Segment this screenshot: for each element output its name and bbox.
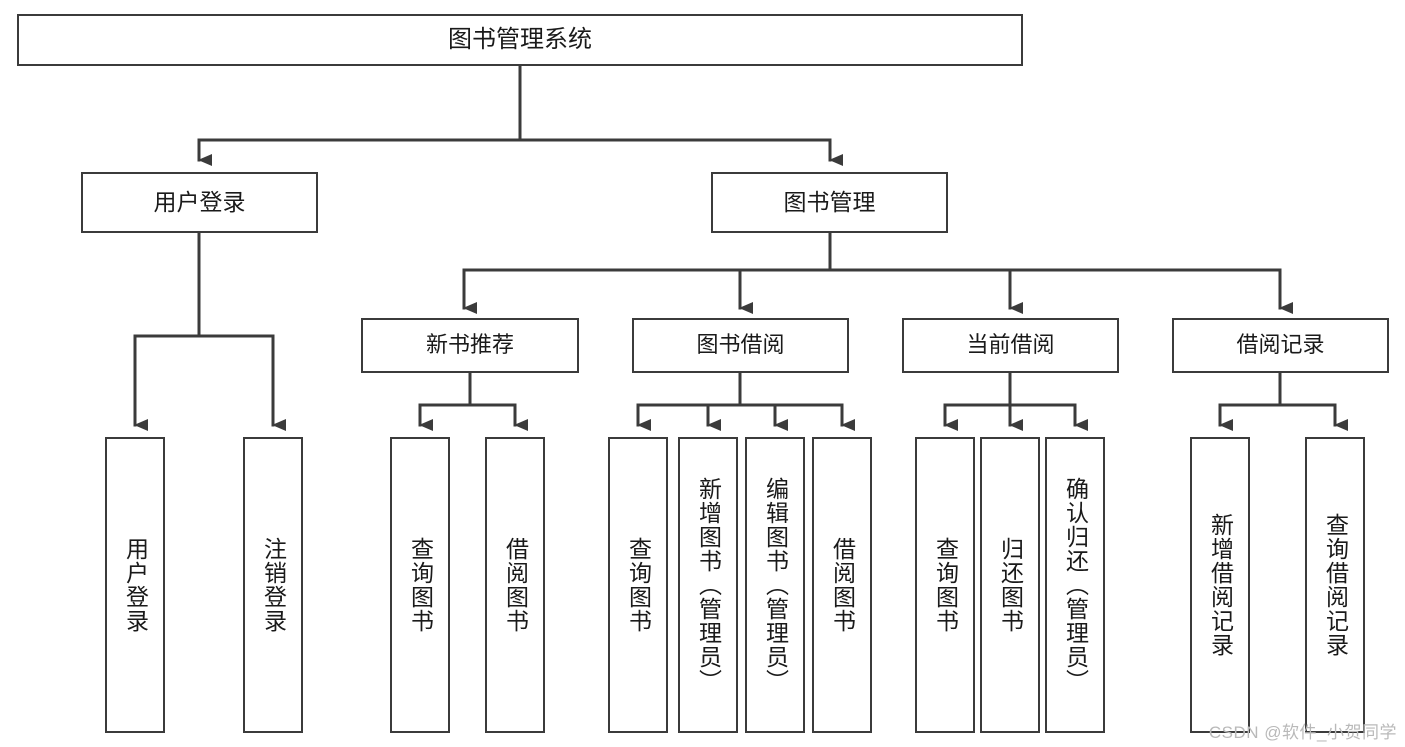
node-label: 用户登录: [153, 188, 246, 215]
node-leaf-confirm-return-admin[interactable]: 确认归还（管理员）: [1045, 437, 1105, 733]
watermark: CSDN @软件_小贺同学: [1208, 723, 1397, 742]
node-label: 查询图书: [407, 537, 434, 633]
node-label: 归还图书: [997, 537, 1024, 633]
node-leaf-user-login[interactable]: 用户登录: [105, 437, 165, 733]
node-leaf-return-books[interactable]: 归还图书: [980, 437, 1040, 733]
node-leaf-add-book-admin[interactable]: 新增图书（管理员）: [678, 437, 738, 733]
node-label: 借阅图书: [502, 537, 529, 633]
node-leaf-query-books-current[interactable]: 查询图书: [915, 437, 975, 733]
node-leaf-edit-book-admin[interactable]: 编辑图书（管理员）: [745, 437, 805, 733]
node-label: 新增图书（管理员）: [695, 477, 722, 693]
node-label: 图书管理系统: [448, 25, 592, 53]
node-leaf-logout[interactable]: 注销登录: [243, 437, 303, 733]
node-user-login[interactable]: 用户登录: [81, 172, 318, 233]
node-leaf-add-borrow-record[interactable]: 新增借阅记录: [1190, 437, 1250, 733]
node-label: 新书推荐: [425, 332, 514, 358]
node-label: 图书管理: [783, 188, 876, 215]
node-label: 确认归还（管理员）: [1062, 477, 1089, 693]
node-label: 当前借阅: [966, 332, 1055, 358]
node-root-book-management-system[interactable]: 图书管理系统: [17, 14, 1023, 66]
node-label: 图书借阅: [696, 332, 785, 358]
node-label: 借阅记录: [1236, 332, 1325, 358]
node-borrow-records[interactable]: 借阅记录: [1172, 318, 1389, 373]
node-leaf-query-books-new[interactable]: 查询图书: [390, 437, 450, 733]
node-book-management[interactable]: 图书管理: [711, 172, 948, 233]
node-label: 新增借阅记录: [1207, 513, 1234, 657]
node-leaf-query-borrow-record[interactable]: 查询借阅记录: [1305, 437, 1365, 733]
node-leaf-borrow-books[interactable]: 借阅图书: [812, 437, 872, 733]
node-label: 注销登录: [260, 537, 287, 633]
node-new-book-recommendation[interactable]: 新书推荐: [361, 318, 579, 373]
node-label: 用户登录: [122, 537, 149, 633]
node-leaf-query-books-borrow[interactable]: 查询图书: [608, 437, 668, 733]
node-label: 查询图书: [625, 537, 652, 633]
node-leaf-borrow-books-new[interactable]: 借阅图书: [485, 437, 545, 733]
node-current-borrowing[interactable]: 当前借阅: [902, 318, 1119, 373]
node-label: 借阅图书: [829, 537, 856, 633]
node-book-borrowing[interactable]: 图书借阅: [632, 318, 849, 373]
node-label: 查询借阅记录: [1322, 513, 1349, 657]
node-label: 查询图书: [932, 537, 959, 633]
node-label: 编辑图书（管理员）: [762, 477, 789, 693]
